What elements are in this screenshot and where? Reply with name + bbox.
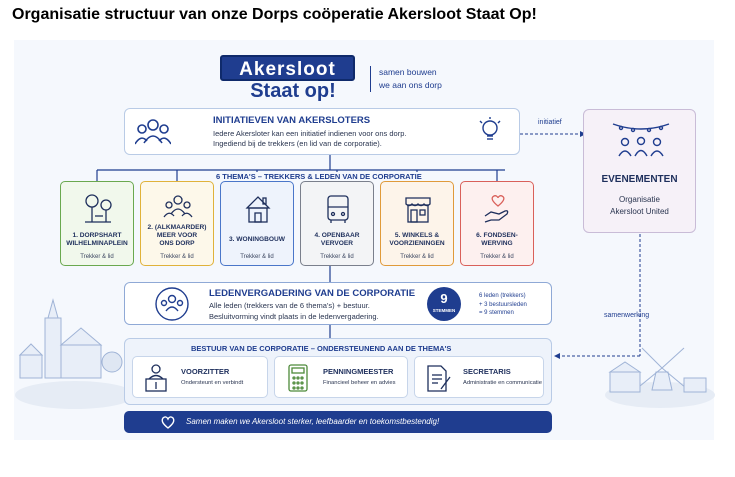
role-title: VOORZITTER (181, 367, 230, 376)
theme-card-winkels: 5. WINKELS &VOORZIENINGEN Trekker & lid (380, 181, 454, 266)
role-title: PENNINGMEESTER (323, 367, 394, 376)
theme-name-line1: 1. DORPSHART (72, 232, 122, 239)
windmill-illustration-icon (605, 347, 715, 408)
initiatives-panel: INITIATIEVEN VAN AKERSLOTERS Iedere Aker… (124, 108, 520, 155)
initiatives-text2: Ingediend bij de trekkers (en lid van de… (213, 139, 382, 148)
theme-name-line2: WILHELMINAPLEIN (66, 240, 128, 247)
role-description: Financieel beheer en advies (323, 380, 396, 386)
members-meeting-panel: LEDENVERGADERING VAN DE CORPORATIE Alle … (124, 282, 552, 325)
shop-icon (405, 197, 431, 223)
logo-staat-op: Staat op! (250, 80, 336, 102)
heart-hand-icon (484, 195, 509, 223)
theme-name-line2: WERVING (481, 240, 513, 247)
heart-icon (161, 416, 175, 429)
church-illustration-icon (15, 298, 135, 409)
samenwerking-label: samenwerking (604, 312, 650, 319)
theme-name-line1: 2. (ALKMAARDER) (147, 224, 207, 231)
footer-banner: Samen maken we Akersloot sterker, leefba… (124, 411, 552, 433)
role-description: Ondersteunt en verbindt (181, 380, 244, 386)
footer-slogan: Samen maken we Akersloot sterker, leefba… (186, 417, 440, 426)
theme-name-line1: 6. FONDSEN- (476, 232, 518, 239)
events-title: EVENEMENTEN (601, 174, 678, 185)
people-group-icon (135, 119, 171, 145)
votes-calc3: = 9 stemmen (479, 310, 514, 316)
votes-label: STEMMEN (432, 308, 456, 313)
slogan: samen bouwen we aan ons dorp (370, 66, 490, 92)
theme-name-line1: 5. WINKELS & (394, 232, 440, 239)
role-secretaris: SECRETARIS Administratie en communicatie (414, 356, 544, 398)
calculator-icon (288, 364, 308, 392)
theme-name-line1: 3. WONINGBOUW (228, 236, 286, 243)
votes-number: 9 (440, 291, 448, 306)
initiatives-text1: Iedere Akersloter kan een initiatief ind… (213, 129, 407, 138)
theme-name-line2: VOORZIENINGEN (389, 240, 445, 247)
bus-icon (327, 195, 349, 223)
members-meeting-text2: Besluitvorming vindt plaats in de ledenv… (209, 312, 379, 321)
theme-role: Trekker & lid (400, 254, 434, 260)
slogan-line2: we aan ons dorp (379, 80, 442, 90)
votes-badge: 9 STEMMEN (427, 287, 461, 321)
theme-role: Trekker & lid (240, 254, 274, 260)
group-people-icon (163, 195, 193, 218)
festival-people-icon (612, 123, 670, 157)
theme-card-fondsenwerving: 6. FONDSEN-WERVING Trekker & lid (460, 181, 534, 266)
votes-calculation: 6 leden (trekkers) + 3 bestuursleden = 9… (479, 292, 527, 318)
board-title: BESTUUR VAN DE CORPORATIE – ONDERSTEUNEN… (191, 344, 452, 353)
role-title: SECRETARIS (463, 367, 511, 376)
events-line1: Organisatie (619, 195, 660, 204)
theme-role: Trekker & lid (480, 254, 514, 260)
house-icon (245, 196, 271, 223)
theme-role: Trekker & lid (80, 254, 114, 260)
theme-role: Trekker & lid (160, 254, 194, 260)
events-line2: Akersloot United (610, 207, 669, 216)
theme-name-line2: VERVOER (320, 240, 354, 247)
logo-akersloot: Akersloot (220, 55, 355, 81)
document-pen-icon (427, 365, 451, 392)
meeting-people-icon (155, 287, 189, 321)
theme-name-line1: 4. OPENBAAR (314, 232, 360, 239)
theme-name-line2: MEER VOOR (156, 232, 198, 239)
members-meeting-text1: Alle leden (trekkers van de 6 thema's) +… (209, 301, 370, 310)
role-description: Administratie en communicatie (463, 380, 542, 386)
theme-card-woningbouw: 3. WONINGBOUW Trekker & lid (220, 181, 294, 266)
role-penningmeester: PENNINGMEESTER Financieel beheer en advi… (274, 356, 408, 398)
initiatives-title: INITIATIEVEN VAN AKERSLOTERS (213, 115, 371, 126)
theme-role: Trekker & lid (320, 254, 354, 260)
themes-header: 6 THEMA'S – TREKKERS & LEDEN VAN DE CORP… (212, 172, 426, 181)
role-voorzitter: VOORZITTER Ondersteunt en verbindt (132, 356, 268, 398)
votes-calc2: + 3 bestuursleden (479, 301, 527, 308)
page-title: Organisatie structuur van onze Dorps coö… (12, 6, 537, 23)
chairman-podium-icon (145, 364, 167, 392)
votes-calc1: 6 leden (trekkers) (479, 293, 526, 299)
theme-name-line3: ONS DORP (159, 240, 195, 247)
members-meeting-title: LEDENVERGADERING VAN DE CORPORATIE (209, 288, 416, 299)
trees-bench-icon (85, 194, 112, 223)
events-panel: EVENEMENTEN Organisatie Akersloot United (583, 109, 696, 233)
lightbulb-icon (479, 117, 501, 140)
initiatief-label: initiatief (538, 119, 562, 126)
slogan-line1: samen bouwen (379, 67, 437, 77)
